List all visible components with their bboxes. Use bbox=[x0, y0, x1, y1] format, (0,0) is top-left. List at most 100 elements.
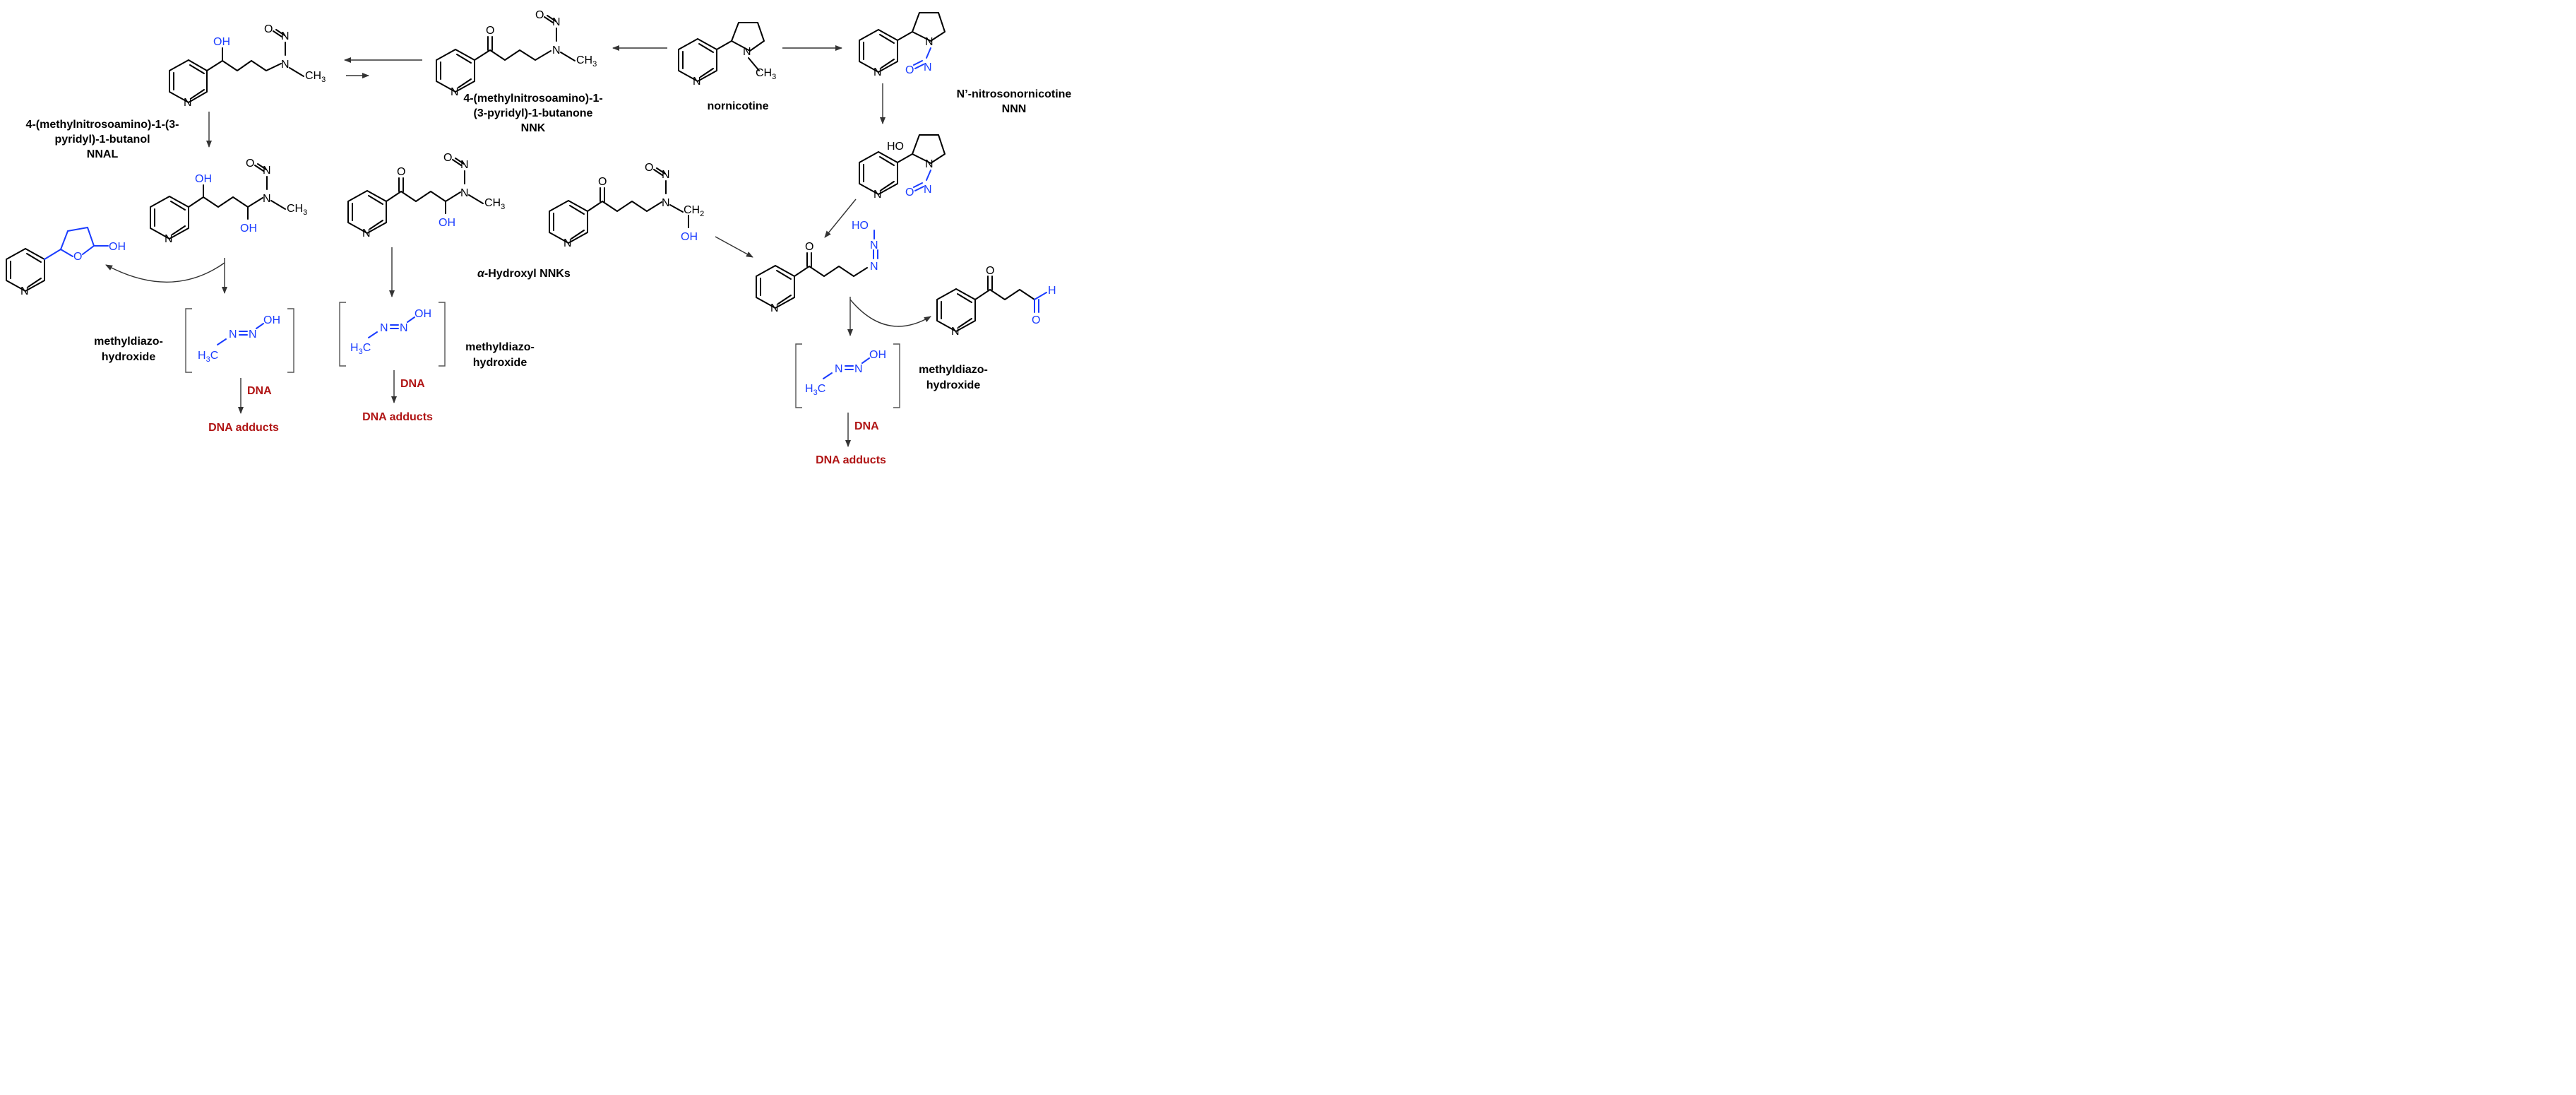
alpha-methylhydroxy-nnk-structure: N O N N O CH2 OH bbox=[549, 162, 704, 249]
diazo-n: N bbox=[400, 322, 408, 334]
nnk-abbr: NNK bbox=[521, 122, 546, 134]
dna-label-1: DNA bbox=[247, 385, 272, 397]
atom-n: N bbox=[873, 189, 882, 201]
nnn-name-line1: N’-nitrosonornicotine bbox=[957, 88, 1072, 100]
dna-adducts-label-2: DNA adducts bbox=[362, 411, 433, 423]
dna-adducts-label-1: DNA adducts bbox=[208, 422, 279, 434]
dna-label-2: DNA bbox=[400, 378, 425, 390]
pyridine-ring bbox=[347, 190, 387, 234]
atom-n: N bbox=[263, 193, 271, 205]
atom-n: N bbox=[281, 30, 290, 42]
atom-o: O bbox=[535, 9, 544, 21]
atom-n: N bbox=[743, 46, 751, 58]
diazo-n: N bbox=[249, 328, 257, 341]
dna-label-3: DNA bbox=[854, 420, 879, 432]
hydroxyl-label: OH bbox=[415, 308, 431, 320]
hydroxyl-label: HO bbox=[852, 220, 869, 232]
atom-n: N bbox=[460, 159, 469, 171]
nnal-structure: N OH N N O CH3 bbox=[169, 23, 326, 109]
diazo-n: N bbox=[229, 328, 237, 341]
nnal-abbr: NNAL bbox=[87, 148, 119, 160]
pyridine-ring bbox=[150, 196, 189, 239]
atom-n: N bbox=[925, 158, 934, 170]
diazo-n: N bbox=[854, 363, 863, 375]
nitroso-n: N bbox=[924, 184, 932, 196]
atom-n: N bbox=[460, 187, 469, 199]
lactol-structure: N O OH bbox=[6, 226, 126, 297]
hydroxyl-label: OH bbox=[263, 314, 280, 326]
atom-n: N bbox=[184, 97, 192, 109]
diazo-n: N bbox=[870, 261, 878, 273]
diazohydroxide-ketone-structure: N O N N HO bbox=[756, 220, 878, 314]
methyl-label: CH3 bbox=[576, 54, 597, 69]
aldehyde-h: H bbox=[1048, 285, 1056, 297]
nnk-name-line2: (3-pyridyl)-1-butanone bbox=[474, 107, 593, 119]
pyridine-ring bbox=[678, 38, 717, 82]
arrow-curved-to-aldehyde bbox=[849, 299, 931, 327]
nnal-name: 4-(methylnitrosoamino)-1-(3- pyridyl)-1-… bbox=[26, 119, 179, 160]
atom-n: N bbox=[263, 165, 271, 177]
methyldiazohydroxide-label-1: methyldiazo- bbox=[94, 336, 163, 348]
atom-n: N bbox=[693, 76, 701, 88]
atom-n: N bbox=[552, 45, 561, 57]
atom-n: N bbox=[165, 233, 173, 245]
atom-o: O bbox=[443, 152, 452, 164]
reaction-arrows bbox=[105, 45, 931, 447]
atom-n: N bbox=[564, 237, 572, 249]
carbonyl-o: O bbox=[986, 265, 994, 277]
diazo-n: N bbox=[835, 363, 843, 375]
nnk-structure: N O N N O CH3 bbox=[436, 9, 597, 98]
arrow-methylhydroxy-to-diazo bbox=[715, 236, 753, 258]
methyl-label: CH3 bbox=[287, 203, 307, 217]
carbonyl-o: O bbox=[397, 166, 405, 178]
methyl-label: CH3 bbox=[756, 67, 776, 81]
nnal-name-line1: 4-(methylnitrosoamino)-1-(3- bbox=[26, 119, 179, 131]
hydroxyl-label: OH bbox=[439, 217, 455, 229]
atom-n: N bbox=[925, 36, 934, 48]
nnk-name: 4-(methylnitrosoamino)-1- (3-pyridyl)-1-… bbox=[463, 93, 602, 134]
atom-o: O bbox=[645, 162, 653, 174]
nnn-abbr: NNN bbox=[1002, 103, 1027, 115]
hydroxyl-label: OH bbox=[869, 349, 886, 361]
atom-o: O bbox=[246, 158, 254, 170]
nnn-structure: N N N O bbox=[859, 12, 946, 78]
nnal-name-line2: pyridyl)-1-butanol bbox=[54, 134, 150, 146]
dna-adducts-label-3: DNA adducts bbox=[816, 454, 886, 466]
pyridine-ring bbox=[169, 59, 208, 103]
carbonyl-o: O bbox=[805, 241, 813, 253]
methyl-label: H3C bbox=[805, 383, 825, 397]
diazo-n: N bbox=[870, 239, 878, 251]
atom-n: N bbox=[281, 59, 290, 71]
nnk-name-line1: 4-(methylnitrosoamino)-1- bbox=[463, 93, 602, 105]
pyridine-ring bbox=[756, 265, 795, 309]
methyl-label: H3C bbox=[350, 342, 371, 356]
pyridine-ring bbox=[859, 151, 898, 195]
atom-o: O bbox=[264, 23, 273, 35]
hydroxyl-label: HO bbox=[887, 141, 904, 153]
methyldiazohydroxide-label-3: methyldiazo- bbox=[919, 364, 988, 376]
aldehyde-o: O bbox=[1032, 314, 1040, 326]
hydroxyl-label: OH bbox=[195, 173, 212, 185]
pyridine-ring bbox=[936, 288, 976, 332]
atom-n: N bbox=[20, 285, 29, 297]
hydroxyl-label: OH bbox=[681, 231, 698, 243]
pyridine-ring bbox=[859, 29, 898, 73]
metabolism-diagram: N OH N N O CH3 4-(methylnitrosoamino)-1-… bbox=[6, 9, 1072, 466]
nnn-name: N’-nitrosonornicotine NNN bbox=[957, 88, 1072, 115]
ring-oxygen: O bbox=[73, 251, 82, 263]
arrow-hydroxy-nnn-to-diazo bbox=[824, 199, 857, 238]
atom-n: N bbox=[662, 197, 670, 209]
atom-n: N bbox=[552, 16, 561, 28]
pyridine-ring bbox=[6, 248, 45, 292]
atom-n: N bbox=[662, 169, 670, 181]
nitroso-n: N bbox=[924, 61, 932, 73]
hydroxyl-label: OH bbox=[109, 241, 126, 253]
carbonyl-o: O bbox=[486, 25, 494, 37]
nornicotine-name: nornicotine bbox=[707, 100, 768, 112]
methyldiazohydroxide-1: N N OH H3C bbox=[185, 308, 294, 373]
nitroso-o: O bbox=[905, 187, 914, 199]
alpha-hydroxyl-nnks-label: α-Hydroxyl NNKs bbox=[477, 268, 571, 280]
pyridine-ring bbox=[549, 200, 588, 244]
atom-n: N bbox=[873, 66, 882, 78]
hydroxy-nnn-structure: N HO N N O bbox=[859, 134, 946, 201]
